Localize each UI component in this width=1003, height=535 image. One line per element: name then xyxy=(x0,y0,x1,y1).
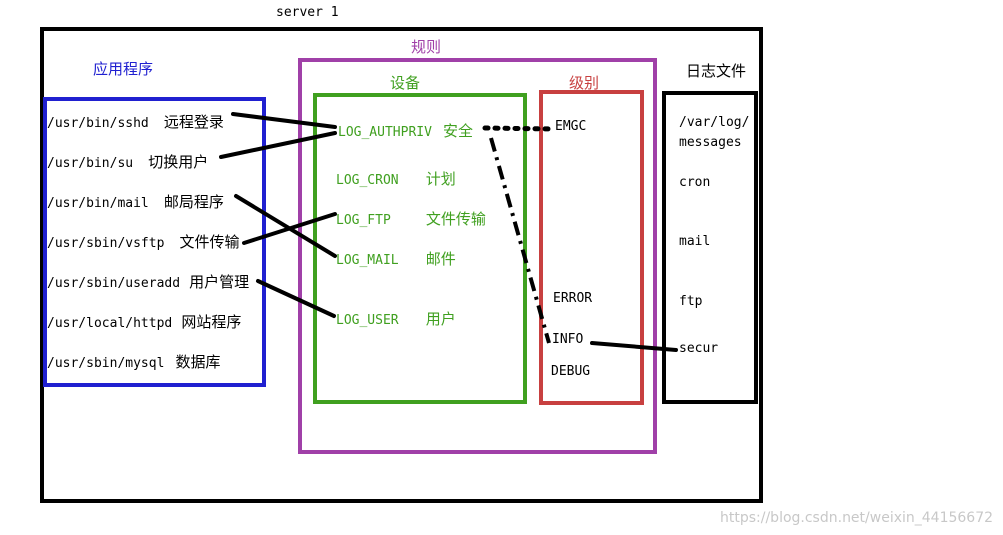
app-desc: 邮局程序 xyxy=(163,193,224,211)
facility-title: 设备 xyxy=(390,74,421,92)
app-item: /usr/sbin/useradd 用户管理 xyxy=(47,271,249,292)
log-item: cron xyxy=(679,175,711,190)
app-desc: 网站程序 xyxy=(181,313,242,331)
log-item: mail xyxy=(679,234,711,249)
facility-item: LOG_AUTHPRIV 安全 xyxy=(338,120,473,141)
apps-box xyxy=(43,97,266,387)
level-item: DEBUG xyxy=(551,364,591,379)
facility-desc: 安全 xyxy=(443,122,474,140)
facility-name: LOG_USER xyxy=(336,313,399,328)
app-path: /usr/bin/sshd xyxy=(47,116,149,131)
app-path: /usr/bin/su xyxy=(47,156,134,171)
connector-vsftp-logftp xyxy=(242,212,337,245)
app-path: /usr/sbin/useradd xyxy=(47,276,181,291)
app-item: /usr/bin/su 切换用户 xyxy=(47,151,208,172)
level-box xyxy=(539,90,644,405)
connector-useradd-loguser xyxy=(256,279,336,318)
connector-authpriv-info xyxy=(489,137,551,344)
app-desc: 数据库 xyxy=(175,353,221,371)
facility-box xyxy=(313,93,527,404)
log-item: secur xyxy=(679,341,719,356)
facility-name: LOG_FTP xyxy=(336,213,391,228)
app-desc: 远程登录 xyxy=(163,113,224,131)
app-desc: 切换用户 xyxy=(148,153,209,171)
facility-item: LOG_USER 用户 xyxy=(336,308,456,329)
connector-info-secur xyxy=(590,341,678,352)
logs-title: 日志文件 xyxy=(686,62,747,80)
facility-item: LOG_CRON 计划 xyxy=(336,168,456,189)
app-path: /usr/bin/mail xyxy=(47,196,149,211)
level-item: INFO xyxy=(552,332,584,347)
connector-authpriv-emgc xyxy=(482,125,556,132)
connector-sshd-authpriv xyxy=(231,112,337,129)
rules-box xyxy=(298,58,657,454)
level-item: ERROR xyxy=(553,291,593,306)
app-path: /usr/sbin/vsftp xyxy=(47,236,165,251)
app-item: /usr/bin/sshd 远程登录 xyxy=(47,111,224,132)
logs-box xyxy=(662,91,758,404)
facility-desc: 计划 xyxy=(425,170,456,188)
app-desc: 文件传输 xyxy=(179,233,240,251)
facility-item: LOG_MAIL 邮件 xyxy=(336,248,456,269)
log-item: ftp xyxy=(679,294,703,309)
app-item: /usr/bin/mail 邮局程序 xyxy=(47,191,224,212)
log-item: messages xyxy=(679,135,742,150)
server-box xyxy=(40,27,763,503)
app-item: /usr/local/httpd 网站程序 xyxy=(47,311,241,332)
facility-name: LOG_MAIL xyxy=(336,253,399,268)
facility-desc: 邮件 xyxy=(425,250,456,268)
rules-title: 规则 xyxy=(411,38,442,56)
app-path: /usr/local/httpd xyxy=(47,316,173,331)
facility-desc: 文件传输 xyxy=(425,210,486,228)
facility-name: LOG_CRON xyxy=(336,173,399,188)
app-item: /usr/sbin/mysql 数据库 xyxy=(47,351,221,372)
app-item: /usr/sbin/vsftp 文件传输 xyxy=(47,231,240,252)
server-label: server 1 xyxy=(276,5,339,20)
log-item: /var/log/ xyxy=(679,115,750,130)
level-title: 级别 xyxy=(569,74,600,92)
apps-title: 应用程序 xyxy=(93,60,154,78)
app-path: /usr/sbin/mysql xyxy=(47,356,165,371)
connector-mail-logmail xyxy=(234,194,337,258)
facility-desc: 用户 xyxy=(425,310,456,328)
facility-name: LOG_AUTHPRIV xyxy=(338,125,432,140)
connector-su-authpriv xyxy=(219,131,337,159)
level-item: EMGC xyxy=(555,119,587,134)
watermark: https://blog.csdn.net/weixin_44156672 xyxy=(720,510,994,526)
facility-item: LOG_FTP 文件传输 xyxy=(336,208,486,229)
app-desc: 用户管理 xyxy=(189,273,250,291)
